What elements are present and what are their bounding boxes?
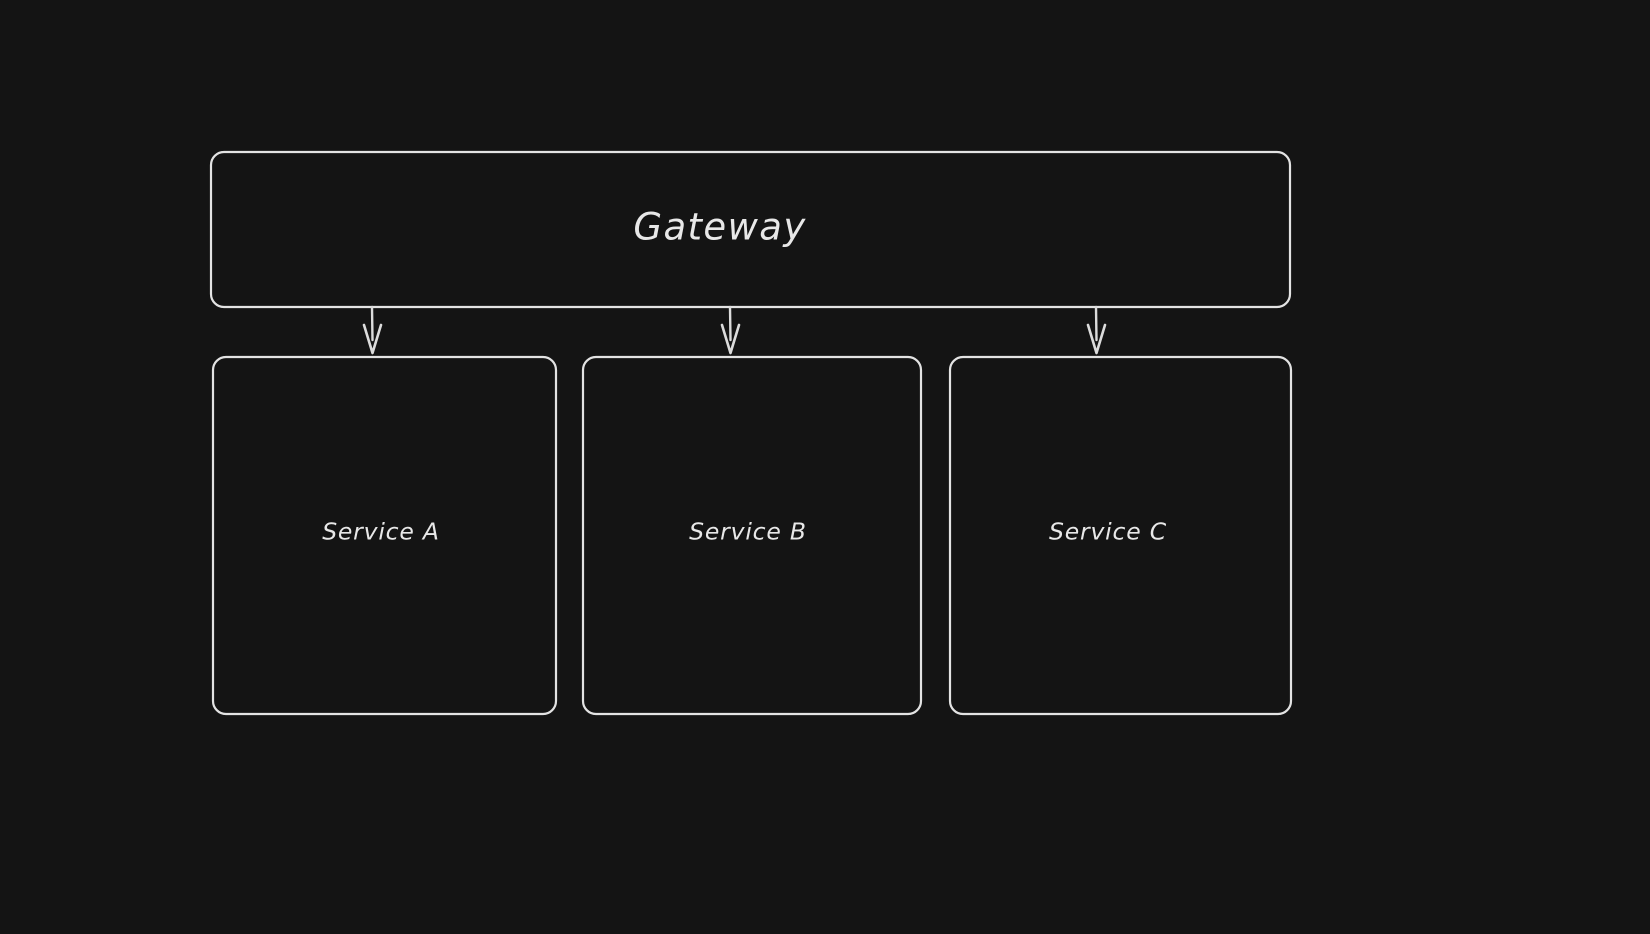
edge-line-c (1094, 305, 1098, 342)
node-service-c[interactable]: Service C (948, 355, 1293, 716)
edge-gateway-to-service-b (720, 305, 741, 355)
service-b-label: Service B (689, 518, 807, 546)
service-a-label: Service A (322, 518, 440, 546)
node-service-a[interactable]: Service A (211, 355, 558, 716)
node-service-b[interactable]: Service B (581, 355, 923, 716)
edge-line-b (728, 305, 732, 342)
gateway-label: Gateway (633, 206, 806, 249)
edge-gateway-to-service-c (1086, 305, 1107, 355)
edge-gateway-to-service-a (362, 305, 383, 355)
service-a-box[interactable] (211, 355, 558, 716)
edge-line-a (370, 305, 374, 342)
arrowhead-c (1086, 323, 1107, 355)
gateway-box[interactable] (209, 150, 1292, 309)
arrowhead-b (720, 323, 741, 355)
node-gateway[interactable]: Gateway (209, 150, 1292, 309)
arrowhead-a (362, 323, 383, 355)
service-c-label: Service C (1049, 518, 1167, 546)
service-b-box[interactable] (581, 355, 923, 716)
service-c-box[interactable] (948, 355, 1293, 716)
